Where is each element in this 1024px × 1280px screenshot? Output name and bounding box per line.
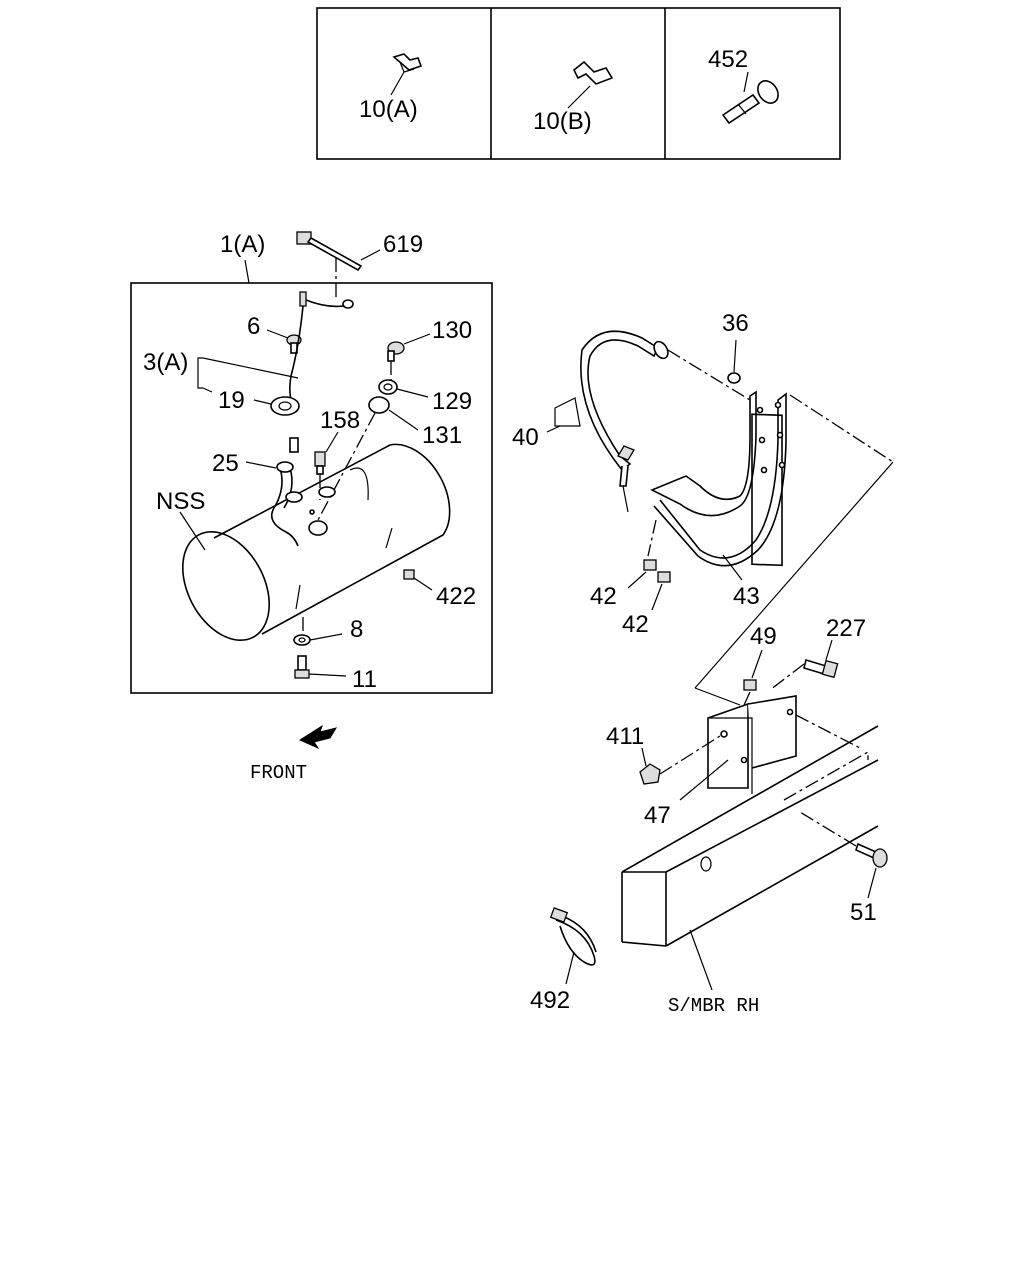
label-158: 158: [320, 407, 360, 434]
clip-411-icon: [639, 735, 721, 785]
frame-leader: [689, 929, 713, 991]
hose-25-icon: [245, 461, 299, 547]
seal-ring-131-icon: [317, 396, 419, 521]
cable-tie-492-icon: [549, 907, 597, 985]
label-42a: 42: [590, 583, 617, 610]
label-130: 130: [432, 317, 472, 344]
clip-10b-icon: [567, 60, 614, 109]
label-19: 19: [218, 387, 245, 414]
guide-line-3: [694, 687, 741, 706]
fuel-tank-icon: [179, 443, 451, 642]
label-11: 11: [352, 666, 377, 693]
label-47: 47: [644, 802, 671, 829]
bolt-11-icon: [294, 655, 347, 679]
grommet-129-icon: [378, 379, 429, 398]
label-129: 129: [432, 388, 472, 415]
label-1a: 1(A): [220, 231, 265, 258]
washer-36-icon: [727, 339, 741, 384]
label-227: 227: [826, 615, 866, 642]
frame-side-member-icon: [621, 725, 879, 947]
label-36: 36: [722, 310, 749, 337]
cable-tie-619-icon: [296, 231, 381, 300]
label-42b: 42: [622, 611, 649, 638]
bolt-51-icon: [799, 811, 888, 899]
leader-1a: [244, 259, 250, 284]
label-nss: NSS: [156, 488, 205, 515]
grommet-452-icon: [721, 71, 779, 125]
label-452: 452: [708, 46, 748, 73]
strap-43-icon: [650, 390, 787, 581]
front-arrow-icon: [298, 724, 338, 750]
label-3a: 3(A): [143, 349, 188, 376]
label-422: 422: [436, 583, 476, 610]
label-8: 8: [350, 616, 363, 643]
nut-42b-icon: [651, 571, 671, 611]
label-6: 6: [247, 313, 260, 340]
inset-table: [316, 7, 841, 160]
label-10b: 10(B): [533, 108, 592, 135]
fitting-158-icon: [314, 431, 339, 500]
label-40: 40: [512, 424, 539, 451]
label-131: 131: [422, 422, 462, 449]
nut-49-icon: [737, 649, 763, 719]
label-10a: 10(A): [359, 96, 418, 123]
label-411: 411: [606, 723, 644, 750]
bolt-130-icon: [387, 333, 431, 380]
guide-line-2: [694, 461, 894, 689]
nut-422-icon: [403, 569, 433, 591]
guide-line: [789, 394, 894, 463]
screw-6-icon: [266, 329, 302, 354]
bracket-47-icon: [679, 695, 861, 801]
label-49: 49: [750, 623, 777, 650]
assembly-box: [130, 282, 493, 694]
label-492: 492: [530, 987, 570, 1014]
label-619: 619: [383, 231, 423, 258]
label-25: 25: [212, 450, 239, 477]
gasket-19-icon: [253, 396, 300, 416]
clip-10a-icon: [390, 53, 423, 96]
bolt-227-icon: [769, 639, 839, 691]
label-frame: S/MBR RH: [668, 995, 759, 1017]
label-51: 51: [850, 899, 877, 926]
washer-8-icon: [293, 617, 343, 646]
label-front: FRONT: [250, 762, 307, 784]
tank-band-40-icon: [546, 330, 751, 513]
nut-42a-icon: [627, 519, 657, 589]
label-43: 43: [733, 583, 760, 610]
